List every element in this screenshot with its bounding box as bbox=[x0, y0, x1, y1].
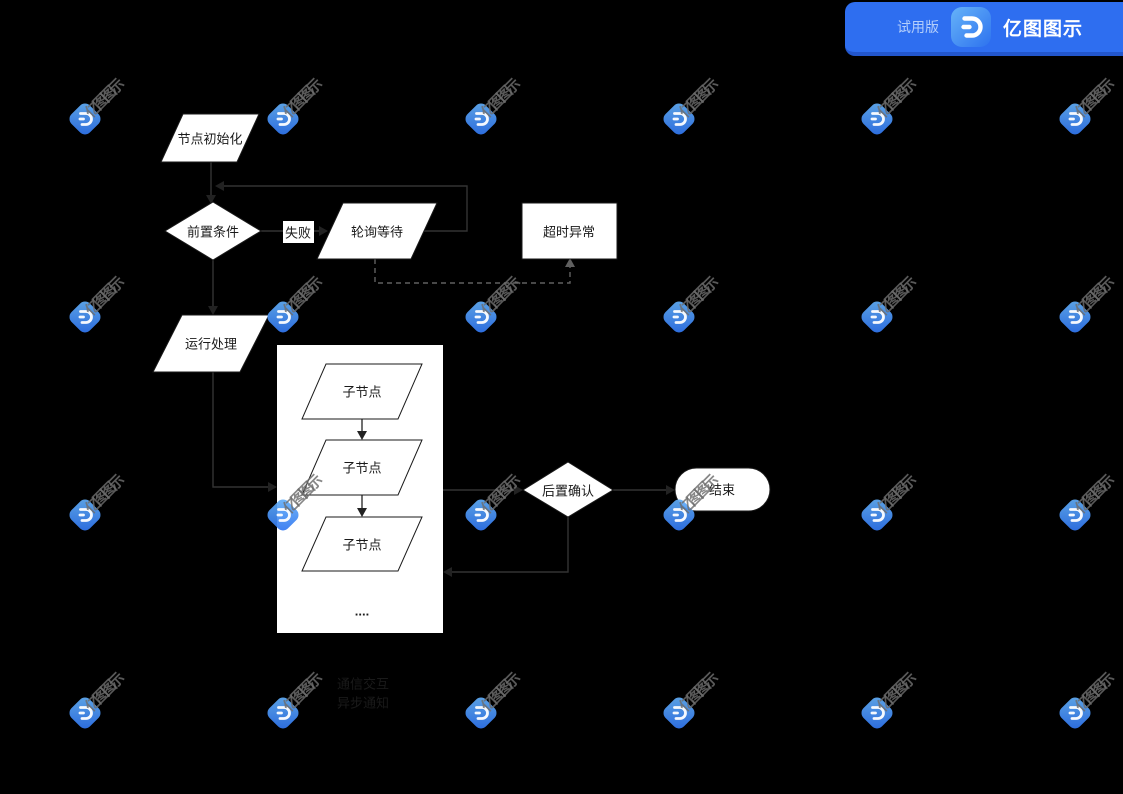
node-polling-label: 轮询等待 bbox=[351, 225, 403, 240]
ellipsis-label: .... bbox=[355, 604, 369, 619]
shape-labels: 节点初始化 前置条件 失败 轮询等待 超时异常 运行处理 子节点 子节点 子节点… bbox=[177, 132, 735, 619]
arrowhead-down-icon bbox=[206, 195, 216, 204]
arrowhead-left-icon bbox=[443, 567, 452, 577]
node-run[interactable] bbox=[152, 314, 270, 373]
legend-line-2: 异步通知 bbox=[337, 696, 389, 711]
node-child-2-label: 子节点 bbox=[342, 461, 381, 476]
node-init-label: 节点初始化 bbox=[177, 132, 242, 147]
node-init[interactable] bbox=[160, 113, 260, 163]
fail-label: 失败 bbox=[285, 226, 311, 241]
arrowhead-down-icon bbox=[357, 508, 367, 517]
legend-line-1: 通信交互 bbox=[337, 677, 389, 692]
trial-label: 试用版 bbox=[897, 19, 939, 35]
legend: 通信交互 异步通知 bbox=[337, 677, 389, 711]
node-child-3[interactable] bbox=[301, 516, 423, 572]
arrowhead-up-icon bbox=[565, 258, 575, 267]
node-precondition[interactable] bbox=[164, 201, 262, 261]
arrowhead-right-icon bbox=[268, 482, 277, 492]
node-child-3-label: 子节点 bbox=[342, 538, 381, 553]
node-timeout-label: 超时异常 bbox=[543, 225, 595, 240]
connectors bbox=[206, 162, 675, 577]
node-child-1-label: 子节点 bbox=[342, 385, 381, 400]
app-name-label: 亿图图示 bbox=[1003, 18, 1084, 40]
trial-badge[interactable]: 试用版 亿图图示 bbox=[845, 2, 1123, 56]
node-end[interactable] bbox=[674, 467, 771, 512]
arrowhead-down-icon bbox=[357, 431, 367, 440]
connector-dashed-polling-to-timeout bbox=[374, 259, 571, 284]
node-child-2[interactable] bbox=[301, 439, 423, 496]
connector-postconfirm-loopback bbox=[452, 517, 569, 573]
node-timeout[interactable] bbox=[521, 202, 618, 260]
fail-label-bg bbox=[283, 221, 314, 243]
arrowhead-right-icon bbox=[514, 485, 523, 495]
arrowhead-down-icon bbox=[208, 306, 218, 315]
node-end-label: 结束 bbox=[709, 483, 735, 498]
node-child-1[interactable] bbox=[301, 363, 423, 420]
arrowhead-right-icon bbox=[666, 485, 675, 495]
connector-polling-loopback bbox=[224, 185, 468, 232]
edraw-app-icon bbox=[951, 7, 991, 47]
connector-run-to-container bbox=[212, 372, 268, 488]
arrowhead-right-icon bbox=[319, 226, 328, 236]
node-polling[interactable] bbox=[316, 202, 438, 260]
node-postconfirm-label: 后置确认 bbox=[542, 484, 594, 499]
node-postconfirm[interactable] bbox=[522, 461, 614, 518]
node-run-label: 运行处理 bbox=[185, 337, 237, 352]
node-precondition-label: 前置条件 bbox=[187, 225, 239, 240]
container-connectors bbox=[357, 419, 367, 517]
arrowhead-left-icon bbox=[215, 181, 224, 191]
